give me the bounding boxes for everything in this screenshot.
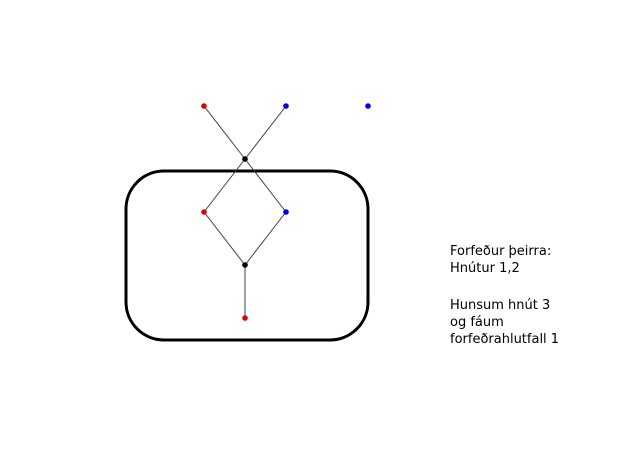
ratio-line-2: og fáum	[450, 315, 504, 330]
node-bottom-red	[242, 315, 248, 321]
node-left-red	[201, 209, 207, 215]
ratio-caption: Hunsum hnút 3 og fáum forfeðrahlutfall 1	[450, 297, 559, 348]
node-top-blue	[283, 103, 289, 109]
edge-left-red-lower-black	[203, 211, 246, 266]
node-upper-black	[242, 156, 248, 162]
nodes-group	[201, 103, 371, 321]
ratio-line-1: Hunsum hnút 3	[450, 298, 551, 313]
ancestors-nodes: Hnútur 1,2	[450, 261, 520, 276]
edge-upper-black-left-red	[203, 158, 246, 213]
grouping-box	[124, 169, 370, 342]
ratio-line-3: forfeðrahlutfall 1	[450, 332, 560, 347]
node-lower-black	[242, 262, 248, 268]
ancestors-title: Forfeður þeirra:	[450, 244, 552, 259]
edge-top-red-upper-black	[203, 105, 246, 160]
ancestors-caption: Forfeður þeirra: Hnútur 1,2	[450, 243, 551, 277]
node-right-blue	[283, 209, 289, 215]
edge-top-blue-upper-black	[244, 105, 287, 160]
edge-right-blue-lower-black	[244, 211, 287, 266]
edges-group	[203, 105, 287, 318]
node-isolated-blue	[365, 103, 371, 109]
node-top-red	[201, 103, 207, 109]
edge-upper-black-right-blue	[244, 158, 287, 213]
